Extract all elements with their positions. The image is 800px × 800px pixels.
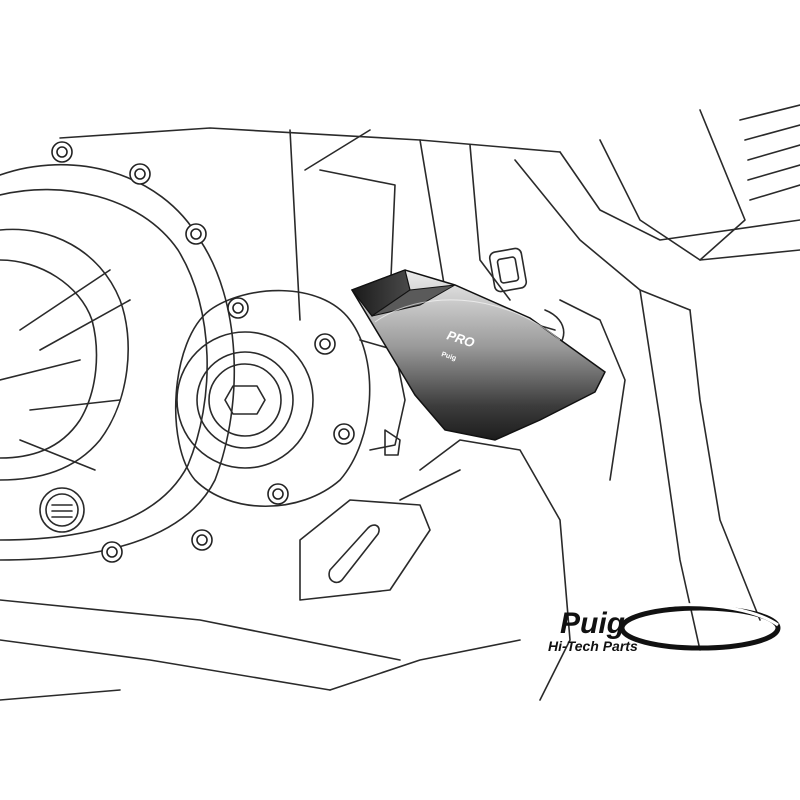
- bolt-2: [129, 163, 151, 185]
- bolt-6: [333, 423, 355, 445]
- slider-brand: Puig: [440, 351, 457, 362]
- frame-lines: [0, 104, 800, 701]
- clutch-cover: [0, 163, 236, 561]
- bolt-4: [227, 297, 249, 319]
- logo-swoosh: [619, 605, 781, 651]
- sprocket-cover: [175, 289, 406, 508]
- bolts: [51, 141, 355, 563]
- bolt-7: [267, 483, 289, 505]
- bolt-9: [101, 541, 123, 563]
- bolt-5: [314, 333, 336, 355]
- frame-boss: [488, 247, 528, 293]
- bolt-1: [51, 141, 73, 163]
- drain-plug: [39, 487, 85, 533]
- bolt-3: [185, 223, 207, 245]
- lower-bracket: [299, 499, 431, 601]
- brand-name: Puig: [560, 607, 625, 640]
- brand-tagline: Hi-Tech Parts: [548, 638, 638, 654]
- bolt-8: [191, 529, 213, 551]
- brand-logo: Puig Hi-Tech Parts: [548, 603, 781, 654]
- frame-slider: PRO Puig: [350, 269, 606, 441]
